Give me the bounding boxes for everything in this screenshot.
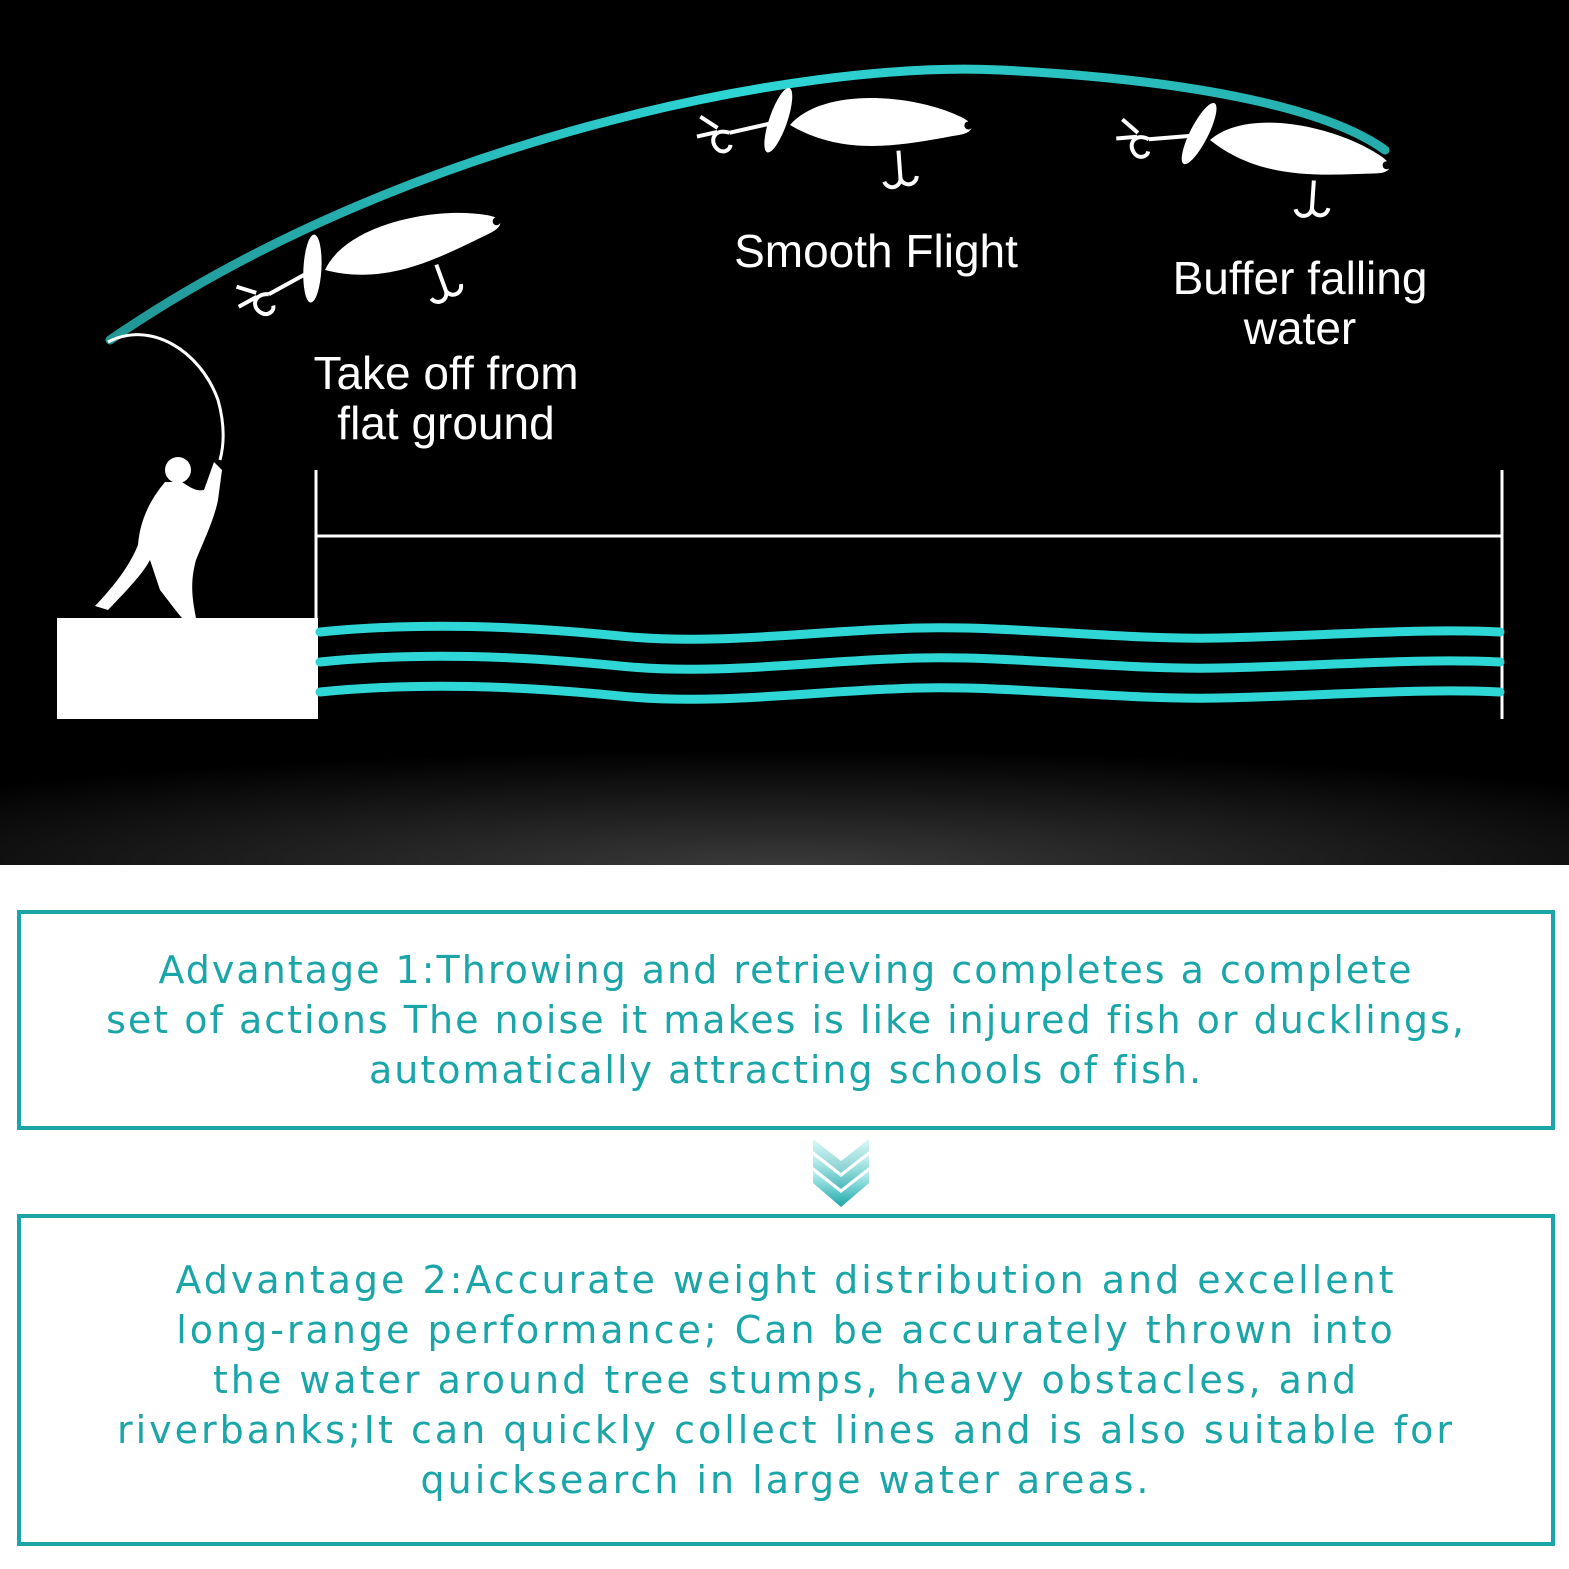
cast-arc [105,64,1390,345]
lure-icon [1106,80,1399,234]
advantage-1-box: Advantage 1:Throwing and retrieving comp… [17,910,1555,1130]
label-smooth-flight: Smooth Flight [734,225,1018,277]
dock-block [57,618,318,719]
wave-icon [315,621,1505,704]
chevron-down-icon [813,1139,869,1207]
casting-diagram [0,64,1569,865]
casting-illustration: Take off from flat ground Smooth Flight … [0,0,1569,865]
angler-icon [95,333,225,618]
distance-marker [314,470,1504,719]
advantage-2-text: Advantage 2:Accurate weight distribution… [116,1258,1456,1502]
label-take-off: Take off from flat ground [313,347,579,449]
label-buffer-falling: Buffer falling water [1172,252,1428,354]
advantage-1-text: Advantage 1:Throwing and retrieving comp… [106,948,1466,1092]
advantage-2-box: Advantage 2:Accurate weight distribution… [17,1214,1555,1546]
lure-icon [224,191,517,345]
